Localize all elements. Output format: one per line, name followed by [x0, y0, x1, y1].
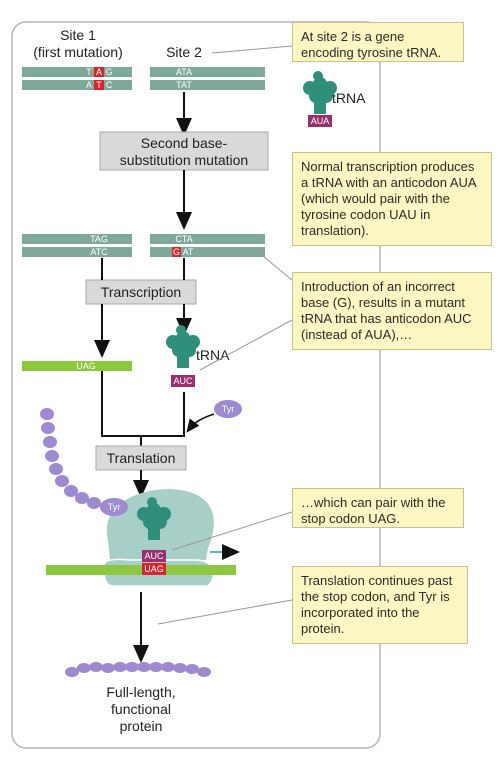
trna-mutant-label: tRNA	[196, 347, 230, 363]
main-panel	[11, 21, 381, 749]
note-incorrect-base: Introduction of an incorrect base (G), r…	[292, 272, 492, 350]
tyr-free	[214, 400, 242, 418]
mrna-codon: UAG	[76, 361, 96, 371]
dna-site1-second: TAG ATC	[22, 234, 132, 257]
second-base-line1: Second base-	[141, 135, 228, 151]
site2-bottom-seq: TAT	[176, 80, 192, 90]
site2-label: Site 2	[166, 44, 202, 60]
mrna-in-ribosome	[46, 565, 236, 575]
site2-top-seq: ATA	[176, 67, 192, 77]
leader-note4	[171, 511, 293, 551]
anticodon-normal: AUA	[311, 116, 330, 126]
leader-note1	[211, 45, 293, 54]
dna-site1-top: T A G A T C	[22, 67, 132, 90]
anticodon-mutant-box	[171, 375, 195, 387]
tyr-free-label: Tyr	[222, 404, 235, 414]
note-translation-continues: Translation continues past the stop codo…	[292, 566, 468, 644]
mrna-strand	[22, 361, 132, 371]
site2b-top-seq: CTA	[175, 234, 192, 244]
ribosome-codon: UAG	[144, 564, 164, 574]
protein-line3: protein	[120, 718, 163, 734]
site1b-top-seq: TAG	[90, 234, 108, 244]
note-stop-codon-pairing: …which can pair with the stop codon UAG.	[292, 488, 464, 528]
site2b-mutant-base: G	[173, 247, 180, 257]
ribosome-codon-box	[142, 563, 166, 575]
transcription-label: Transcription	[101, 284, 181, 300]
site1-bottom-3: C	[106, 80, 113, 90]
transcription-box	[85, 279, 197, 305]
tyr-bound	[100, 498, 128, 516]
dna-site2-top: ATA TAT	[150, 67, 265, 90]
dna-site2-mutant: CTA G AT	[150, 234, 265, 257]
site1-bottom-1: A	[86, 80, 92, 90]
second-base-line2: substitution mutation	[120, 152, 248, 168]
translation-box	[95, 445, 187, 471]
leader-note3-b	[199, 319, 293, 371]
note-normal-transcription: Normal transcription produces a tRNA wit…	[292, 152, 492, 246]
trna-mutant	[166, 325, 200, 368]
site1-top-3: G	[105, 67, 112, 77]
leader-note3-a	[257, 251, 293, 281]
ribosome-anticodon-box	[142, 550, 166, 562]
site1-sub-label: (first mutation)	[33, 44, 122, 60]
polypeptide-chain	[40, 408, 101, 509]
arrow-tyr-joining	[186, 413, 215, 433]
site1-label: Site 1	[60, 27, 96, 43]
leader-note5	[157, 599, 293, 625]
site1-top-1: T	[86, 67, 92, 77]
protein-line1: Full-length,	[106, 684, 175, 700]
translation-label: Translation	[107, 450, 176, 466]
second-base-box	[99, 131, 269, 171]
protein-line2: functional	[111, 701, 171, 717]
merge-bracket	[101, 371, 185, 437]
anticodon-mutant: AUC	[173, 376, 193, 386]
trna-normal-label: tRNA	[332, 90, 366, 106]
site1-bottom-2: T	[96, 80, 102, 90]
note-site2-gene: At site 2 is a gene encoding tyrosine tR…	[292, 22, 464, 62]
full-length-protein	[65, 662, 211, 677]
site1-top-2: A	[96, 67, 102, 77]
tyr-bound-label: Tyr	[108, 502, 121, 512]
site2b-bottom-rest: AT	[183, 247, 194, 257]
ribosome-anticodon: AUC	[144, 551, 164, 561]
site1b-bottom-seq: ATC	[90, 247, 108, 257]
anticodon-normal-box	[308, 115, 332, 127]
